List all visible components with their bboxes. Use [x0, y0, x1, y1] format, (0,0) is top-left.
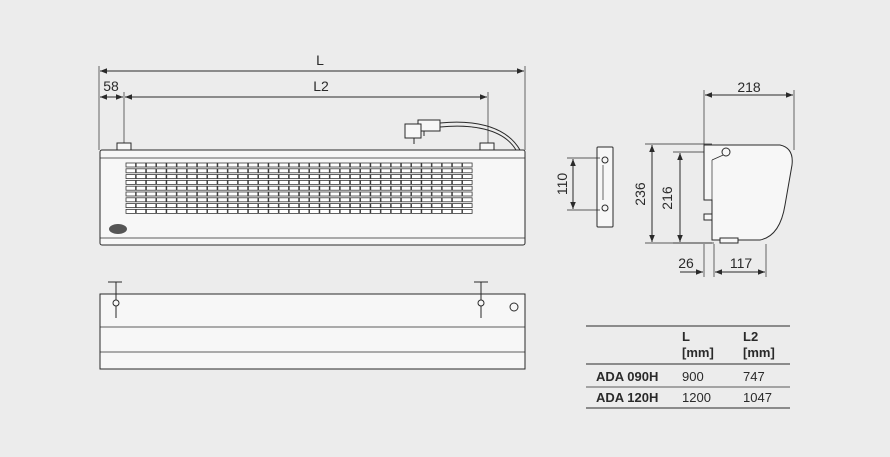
dimension-58: 58	[100, 78, 125, 145]
front-view: L 58 L2	[98, 52, 526, 246]
dimension-117-label: 117	[730, 255, 753, 271]
bottom-bracket-right	[474, 281, 488, 318]
dimension-l: L	[98, 52, 526, 150]
front-grille	[125, 162, 473, 214]
dimension-26-label: 26	[678, 255, 694, 271]
bracket-view: 110	[554, 146, 614, 228]
dimension-l2-label: L2	[313, 78, 329, 94]
row1-l: 900	[682, 369, 704, 384]
side-view: 218 236 216 26 117	[632, 79, 795, 277]
dimension-l2: L2	[125, 78, 489, 145]
power-cable	[404, 119, 521, 151]
row2-l2: 1047	[743, 390, 772, 405]
row2-l: 1200	[682, 390, 711, 405]
header-l2: L2	[743, 329, 758, 344]
row1-l2: 747	[743, 369, 765, 384]
dimension-216-label: 216	[659, 186, 675, 210]
logo-badge	[109, 224, 127, 234]
dimension-58-label: 58	[103, 78, 119, 94]
specs-table: L [mm] L2 [mm] ADA 090H 900 747 ADA 120H…	[586, 325, 790, 409]
row2-model: ADA 120H	[596, 390, 658, 405]
row1-model: ADA 090H	[596, 369, 658, 384]
wall-bracket	[596, 146, 614, 228]
header-l-unit: [mm]	[682, 345, 714, 360]
bottom-bracket-left	[108, 281, 122, 318]
dimension-236-label: 236	[632, 182, 648, 206]
header-l: L	[682, 329, 690, 344]
bottom-view	[99, 281, 526, 370]
dimension-110-label: 110	[554, 173, 570, 196]
bottom-connector	[509, 302, 519, 312]
header-l2-unit: [mm]	[743, 345, 775, 360]
bottom-body	[99, 293, 526, 370]
side-profile	[703, 144, 793, 241]
dimension-218-label: 218	[737, 79, 761, 95]
dimension-l-label: L	[316, 52, 324, 68]
